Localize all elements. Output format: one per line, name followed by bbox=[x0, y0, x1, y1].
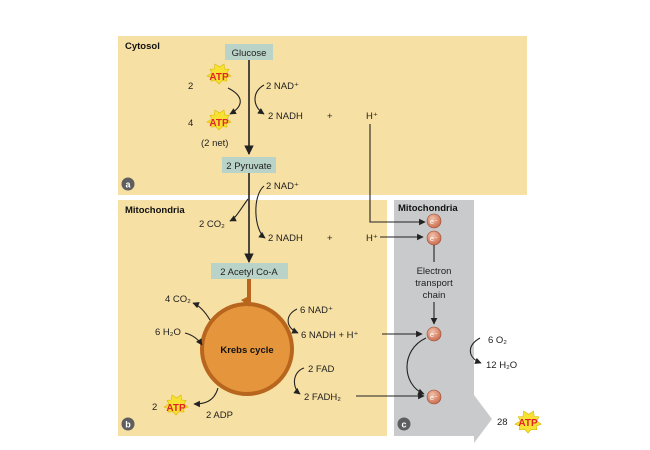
atp-star-shape bbox=[206, 63, 232, 85]
etc-label-line3: chain bbox=[423, 290, 446, 301]
etc-atp-star-label: ATP bbox=[518, 418, 538, 429]
atp-star-shape bbox=[514, 410, 542, 434]
atp-output-count: 4 bbox=[188, 118, 193, 129]
etc-atp-star: ATP bbox=[514, 410, 542, 434]
link-co2-out: 2 CO₂ bbox=[199, 219, 225, 230]
glucose-box bbox=[225, 44, 273, 60]
pyruvate-label: 2 Pyruvate bbox=[226, 161, 271, 172]
etc-atp-count: 28 bbox=[497, 417, 508, 428]
krebs-nad-to-nadh-arrow bbox=[287, 308, 299, 334]
oxygen-to-water-arrow bbox=[469, 337, 482, 364]
krebs-atp-arrow bbox=[193, 387, 219, 408]
atp-input-count: 2 bbox=[188, 81, 193, 92]
krebs-fad-in: 2 FAD bbox=[308, 364, 335, 375]
glycolysis-nad-in: 2 NAD⁺ bbox=[266, 81, 299, 92]
electron-1-label: e⁻ bbox=[430, 217, 438, 226]
etc-label-line2: transport bbox=[415, 278, 453, 289]
electron-2: e⁻ bbox=[426, 230, 442, 246]
krebs-nadh-out: 6 NADH + H⁺ bbox=[301, 330, 359, 341]
krebs-h2o-arrow bbox=[184, 332, 203, 346]
electron-2-label: e⁻ bbox=[430, 234, 438, 243]
krebs-atp-star: ATP bbox=[163, 394, 189, 416]
acetyl-coa-box bbox=[211, 263, 288, 279]
atp-input-star-label: ATP bbox=[209, 72, 229, 83]
krebs-cycle-label: Krebs cycle bbox=[220, 345, 273, 356]
link-nad-to-nadh-arrow bbox=[255, 185, 266, 239]
atp-input-arrow bbox=[227, 87, 241, 115]
badge-a-label: a bbox=[125, 180, 131, 190]
acetyl-coa-label: 2 Acetyl Co-A bbox=[220, 267, 278, 278]
electron-4: e⁻ bbox=[426, 389, 442, 405]
krebs-fadh2-out: 2 FADH₂ bbox=[304, 392, 341, 403]
krebs-atp-count: 2 bbox=[152, 402, 157, 413]
link-nadh-out: 2 NADH bbox=[268, 233, 303, 244]
atp-star-shape bbox=[206, 109, 232, 131]
krebs-atp-star-label: ATP bbox=[166, 403, 186, 414]
h-plus-to-etc-arrow bbox=[369, 124, 426, 226]
krebs-h2o-in: 6 H₂O bbox=[155, 327, 181, 338]
mitochondria-title: Mitochondria bbox=[125, 205, 185, 216]
pyruvate-box bbox=[222, 157, 276, 173]
cytosol-panel bbox=[118, 36, 527, 195]
etc-panel-title: Mitochondria bbox=[398, 203, 458, 214]
badge-b: b bbox=[121, 417, 135, 431]
atp-output-star-label: ATP bbox=[209, 118, 229, 129]
krebs-adp-label: 2 ADP bbox=[206, 410, 233, 421]
water-out-label: 12 H₂O bbox=[486, 360, 517, 371]
atp-output-star: ATP bbox=[206, 109, 232, 131]
link-nad-in: 2 NAD⁺ bbox=[266, 181, 299, 192]
badge-c-label: c bbox=[401, 420, 406, 430]
electron-3: e⁻ bbox=[426, 326, 442, 342]
co2-release-arrow bbox=[229, 198, 249, 222]
link-h-plus: H⁺ bbox=[366, 233, 378, 244]
atp-net-label: (2 net) bbox=[201, 138, 228, 149]
glycolysis-plus: + bbox=[327, 111, 333, 122]
electron-curved-arrow bbox=[406, 337, 427, 395]
krebs-co2-out: 4 CO₂ bbox=[165, 294, 191, 305]
link-plus: + bbox=[327, 233, 333, 244]
atp-input-star: ATP bbox=[206, 63, 232, 85]
etc-label-line1: Electron bbox=[417, 266, 452, 277]
electron-1: e⁻ bbox=[426, 213, 442, 229]
atp-star-shape bbox=[163, 394, 189, 416]
glycolysis-nadh-out: 2 NADH bbox=[268, 111, 303, 122]
oxygen-in-label: 6 O₂ bbox=[488, 335, 507, 346]
krebs-fad-to-fadh2-arrow bbox=[293, 367, 305, 395]
krebs-entry-arrowhead bbox=[241, 295, 251, 307]
badge-a: a bbox=[121, 177, 135, 191]
krebs-co2-arrow bbox=[192, 302, 211, 321]
electron-4-label: e⁻ bbox=[430, 393, 438, 402]
badge-b-label: b bbox=[125, 420, 131, 430]
krebs-nad-in: 6 NAD⁺ bbox=[300, 305, 333, 316]
glycolysis-h-plus: H⁺ bbox=[366, 111, 378, 122]
glucose-label: Glucose bbox=[232, 48, 267, 59]
cytosol-title: Cytosol bbox=[125, 41, 160, 52]
electron-3-label: e⁻ bbox=[430, 330, 438, 339]
nad-to-nadh-arrow bbox=[254, 84, 265, 115]
badge-c: c bbox=[397, 417, 411, 431]
